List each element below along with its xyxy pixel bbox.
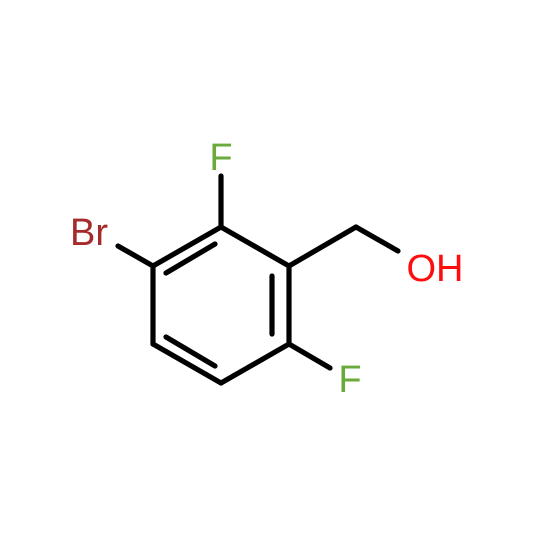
bond-c6-bromine (115, 243, 156, 269)
bond-c3-c4 (218, 341, 292, 386)
double-bond-inner-c4-c5 (163, 334, 218, 369)
bond-c6-c1 (150, 224, 224, 269)
atom-label-fluorine-bottom: F (338, 359, 361, 401)
bond-c2-ch2 (286, 224, 359, 269)
atom-label-fluorine-top: F (209, 137, 232, 179)
bond-c4-c5 (150, 341, 224, 386)
bond-ch2-oxygen (353, 224, 401, 254)
bond-c3-fluorine (286, 341, 333, 371)
atom-label-hydroxyl: OH (407, 248, 464, 290)
double-bond-inner-c1-c6 (163, 241, 218, 276)
bond-c1-c2 (218, 224, 292, 269)
atom-label-bromine: Br (70, 212, 108, 254)
